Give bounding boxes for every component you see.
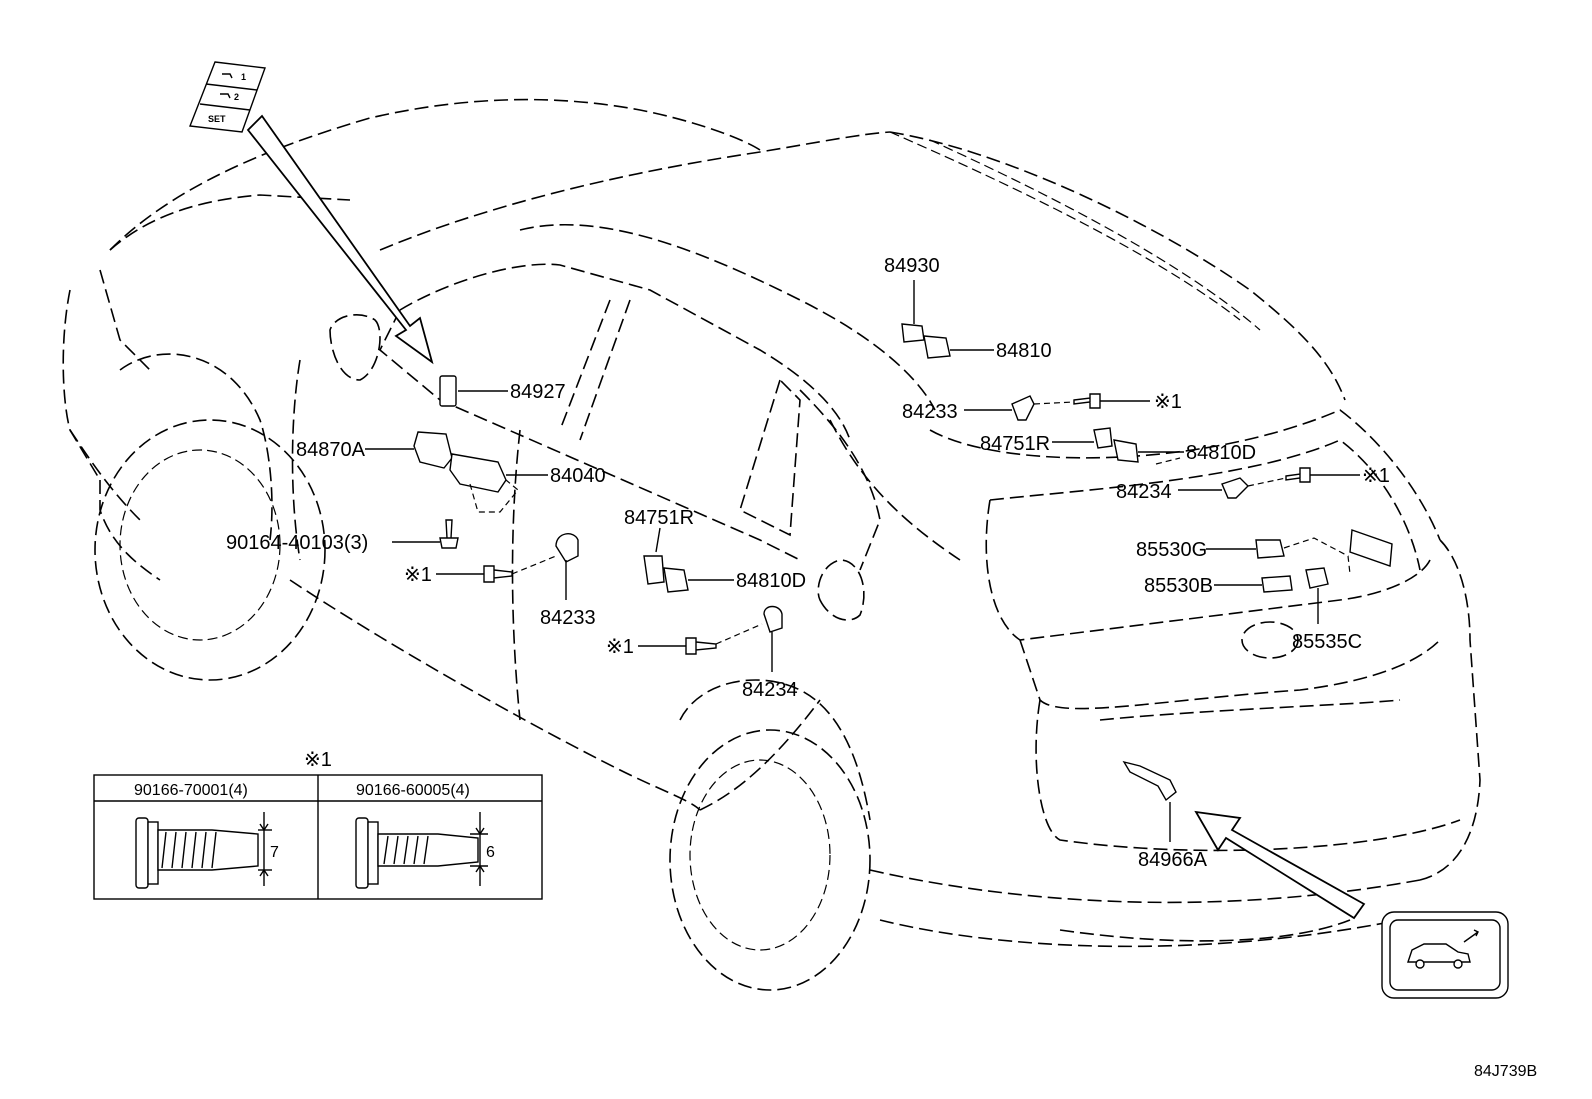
- label-84870A: 84870A: [296, 439, 366, 461]
- label-84810D-gate: 84810D: [1186, 442, 1256, 464]
- diagram-id: 84J739B: [1474, 1063, 1537, 1080]
- switch-label-set: SET: [208, 114, 226, 124]
- label-90164: 90164-40103(3): [226, 532, 368, 554]
- bolt-door-1-shape: [483, 565, 513, 583]
- part-85535C-shape: [1305, 567, 1329, 589]
- part-84930-shape: [901, 323, 925, 343]
- label-84927: 84927: [510, 381, 566, 403]
- part-84751R-gate-shape: [1093, 427, 1113, 449]
- label-85535C: 85535C: [1292, 631, 1362, 653]
- part-84751R-door-shape: [643, 555, 665, 585]
- pointer-arrow-lower: [1194, 810, 1366, 920]
- switch-label-2: 2: [234, 92, 239, 102]
- part-84870A-shape: [413, 431, 453, 469]
- label-84233-door: 84233: [540, 607, 596, 629]
- part-85530B-shape: [1261, 575, 1293, 593]
- part-85530G-shape: [1255, 539, 1285, 559]
- seat-memory-switch-panel: 1 2 SET: [189, 61, 266, 133]
- rear-switch-housing-shape: [1349, 529, 1393, 567]
- part-84810D-gate-shape: [1113, 439, 1139, 463]
- part-84233-door-shape: [555, 533, 579, 563]
- bolt-1-dimension: 7: [270, 844, 279, 861]
- label-84751R-gate: 84751R: [980, 433, 1050, 455]
- bolt-door-2-shape: [685, 637, 717, 655]
- label-84234-gate: 84234: [1116, 481, 1172, 503]
- power-back-door-switch: [1381, 911, 1509, 999]
- note-marker-gate-1: ※1: [1154, 391, 1182, 413]
- note-marker-door-2: ※1: [606, 636, 634, 658]
- part-84927-shape: [439, 375, 457, 407]
- label-84233-gate: 84233: [902, 401, 958, 423]
- label-85530G: 85530G: [1136, 539, 1207, 561]
- table-title: ※1: [304, 749, 332, 771]
- suv-icon: [1407, 943, 1471, 963]
- part-84233-gate-shape: [1011, 395, 1035, 421]
- part-84810D-door-shape: [663, 567, 689, 593]
- label-84810D-door: 84810D: [736, 570, 806, 592]
- label-84966A: 84966A: [1138, 849, 1208, 871]
- part-84040-shape: [449, 453, 507, 493]
- note-marker-gate-2: ※1: [1362, 465, 1390, 487]
- table-col1-header: 90166-70001(4): [134, 782, 248, 799]
- table-col2-header: 90166-60005(4): [356, 782, 470, 799]
- label-85530B: 85530B: [1144, 575, 1213, 597]
- label-84751R-door: 84751R: [624, 507, 694, 529]
- label-84930: 84930: [884, 255, 940, 277]
- part-84234-gate-shape: [1221, 477, 1249, 499]
- bolt-gate-1-shape: [1073, 393, 1101, 409]
- label-84040: 84040: [550, 465, 606, 487]
- note-marker-door-1: ※1: [404, 564, 432, 586]
- pointer-arrow-upper: [246, 114, 434, 365]
- open-arrow-icon: [1463, 929, 1479, 943]
- bolt-spec-table: ※1 90166-70001(4) 90166-60005(4) 7: [93, 749, 543, 900]
- part-84810-shape: [923, 335, 951, 359]
- part-84234-door-shape: [763, 605, 783, 633]
- switch-label-1: 1: [241, 72, 246, 82]
- label-84234-door: 84234: [742, 679, 798, 701]
- bolt-gate-2-shape: [1285, 467, 1311, 483]
- bolt-2-dimension: 6: [486, 844, 495, 861]
- label-84810: 84810: [996, 340, 1052, 362]
- vehicle-outline: [62, 98, 1481, 991]
- part-84966A-shape: [1122, 760, 1177, 802]
- bolt-drawing-1: 7: [135, 812, 279, 889]
- bolt-drawing-2: 6: [355, 812, 495, 889]
- part-90164-shape: [439, 519, 459, 549]
